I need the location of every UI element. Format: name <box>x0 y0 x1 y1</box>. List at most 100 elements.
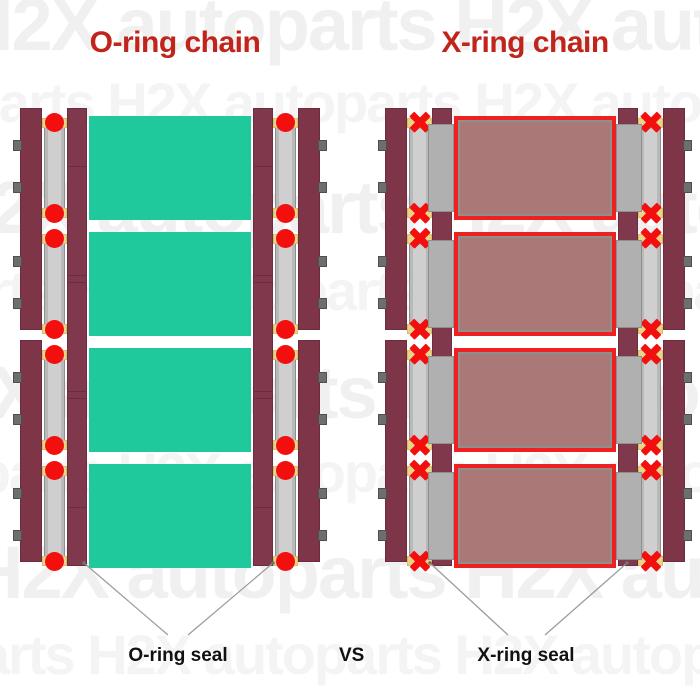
o-ring-seal <box>276 112 295 132</box>
x-ring-seal <box>640 343 661 365</box>
chain-plate-inner-right <box>253 282 273 392</box>
x-ring-seal <box>640 434 661 456</box>
o-ring-seal <box>276 319 295 339</box>
chain-pin-core-left <box>48 129 61 207</box>
chain-pin-core-right <box>644 361 657 439</box>
roller-teal <box>89 232 251 336</box>
o-ring-seal <box>45 344 64 364</box>
chain-pin-core-right <box>644 477 657 555</box>
o-ring-seal <box>276 344 295 364</box>
chain-pin-head-left <box>378 488 387 499</box>
o-ring-seal <box>276 203 295 223</box>
chain-pin-head-left <box>13 530 22 541</box>
chain-pin-core-right <box>279 245 292 323</box>
chain-plate-outer-right <box>663 108 685 330</box>
x-ring-seal <box>640 459 661 481</box>
o-ring-seal <box>45 435 64 455</box>
o-ring-seal <box>276 228 295 248</box>
chain-plate-outer-left <box>20 340 42 562</box>
o-ring-seal <box>45 551 64 571</box>
roller-teal <box>89 464 251 568</box>
x-ring-seal <box>409 202 430 224</box>
chain-plate-outer-left <box>385 108 407 330</box>
chain-pin-head-right <box>683 182 692 193</box>
chain-pin-core-left <box>413 477 426 555</box>
roller-mauve <box>454 116 616 220</box>
leader-line-right-1 <box>429 562 509 636</box>
chain-plate-outer-left <box>20 108 42 330</box>
chain-pin-core-left <box>413 245 426 323</box>
chain-plate-inner-right <box>253 398 273 508</box>
chain-pin-head-right <box>318 530 327 541</box>
roller-shoulder-right <box>616 356 642 444</box>
chain-pin-head-right <box>318 414 327 425</box>
caption-vs: VS <box>339 645 365 666</box>
roller-mauve <box>454 464 616 568</box>
chain-pin-head-left <box>13 372 22 383</box>
roller-shoulder-right <box>616 472 642 560</box>
o-ring-seal <box>45 460 64 480</box>
x-ring-seal <box>409 343 430 365</box>
chain-pin-head-right <box>683 530 692 541</box>
chain-pin-head-left <box>378 414 387 425</box>
chain-pin-head-left <box>378 372 387 383</box>
o-ring-seal <box>45 319 64 339</box>
chain-pin-core-left <box>48 477 61 555</box>
chain-pin-core-right <box>279 361 292 439</box>
o-ring-seal <box>276 460 295 480</box>
chain-pin-core-right <box>279 129 292 207</box>
chain-plate-inner-left <box>67 282 87 392</box>
chain-pin-head-right <box>683 372 692 383</box>
page-title-left: O-ring chain <box>89 26 261 59</box>
chain-pin-head-left <box>13 414 22 425</box>
x-ring-seal <box>640 202 661 224</box>
chain-assembly-left <box>13 108 327 571</box>
chain-pin-core-left <box>48 361 61 439</box>
leader-line-right-2 <box>544 562 628 636</box>
chain-pin-head-right <box>318 182 327 193</box>
x-ring-seal <box>640 550 661 572</box>
leader-line-left-2 <box>187 562 274 636</box>
x-ring-seal <box>640 318 661 340</box>
chain-pin-head-left <box>378 140 387 151</box>
roller-shoulder-left <box>428 240 454 328</box>
chain-pin-head-right <box>318 298 327 309</box>
chain-pin-head-right <box>318 256 327 267</box>
o-ring-seal <box>276 435 295 455</box>
roller-shoulder-right <box>616 240 642 328</box>
o-ring-seal <box>276 551 295 571</box>
chain-plate-outer-right <box>298 108 320 330</box>
roller-shoulder-left <box>428 472 454 560</box>
chain-pin-head-left <box>378 530 387 541</box>
chain-pin-head-right <box>683 298 692 309</box>
o-ring-chain-diagram <box>13 108 327 571</box>
chain-plate-inner-left <box>67 398 87 508</box>
chain-pin-head-right <box>318 140 327 151</box>
leader-line-left-1 <box>83 562 169 636</box>
chain-pin-head-right <box>318 488 327 499</box>
chain-pin-head-right <box>683 256 692 267</box>
chain-pin-head-left <box>378 298 387 309</box>
x-ring-seal <box>640 227 661 249</box>
caption-o-ring-seal: O-ring seal <box>128 645 228 666</box>
chain-pin-head-right <box>683 140 692 151</box>
page-title-right: X-ring chain <box>441 26 609 59</box>
x-ring-seal <box>409 550 430 572</box>
roller-mauve <box>454 232 616 336</box>
chain-pin-head-left <box>378 256 387 267</box>
roller-teal <box>89 348 251 452</box>
chain-pin-head-right <box>683 488 692 499</box>
chain-pin-head-left <box>13 182 22 193</box>
chain-pin-core-left <box>48 245 61 323</box>
chain-pin-head-left <box>378 182 387 193</box>
roller-mauve <box>454 348 616 452</box>
o-ring-seal <box>45 228 64 248</box>
roller-teal <box>89 116 251 220</box>
chain-pin-core-right <box>279 477 292 555</box>
chain-pin-head-left <box>13 256 22 267</box>
chain-pin-head-left <box>13 298 22 309</box>
chain-pin-core-left <box>413 361 426 439</box>
x-ring-seal <box>409 111 430 133</box>
chain-pin-head-left <box>13 140 22 151</box>
